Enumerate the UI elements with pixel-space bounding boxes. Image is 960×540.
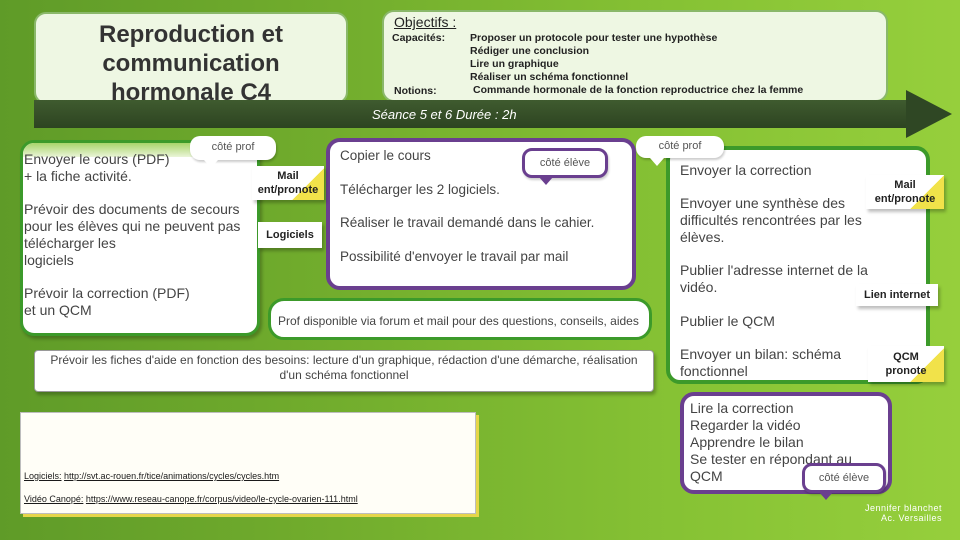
eleve-task-download: Télécharger les 2 logiciels. bbox=[340, 182, 500, 197]
cote-eleve-callout-bottom: côté élève bbox=[802, 463, 886, 500]
links-note bbox=[20, 412, 476, 514]
prof-task-send-course: Envoyer le cours (PDF) + la fiche activi… bbox=[24, 151, 256, 185]
text-line: Prévoir des documents de secours bbox=[24, 201, 240, 217]
tag-line: pronote bbox=[885, 365, 927, 377]
cote-prof-callout: côté prof bbox=[190, 136, 276, 168]
lesson-title: Reproduction et communication hormonale … bbox=[36, 20, 346, 107]
notion-item: Commande hormonale de la fonction reprod… bbox=[473, 84, 804, 96]
logiciels-link[interactable]: http://svt.ac-rouen.fr/tice/animations/c… bbox=[64, 471, 280, 481]
prof-publish-qcm: Publier le QCM bbox=[680, 313, 775, 329]
lesson-title-line: communication bbox=[102, 50, 280, 77]
aide-note-card bbox=[34, 350, 654, 392]
text-line: Regarder la vidéo bbox=[690, 417, 801, 433]
prof-send-correction: Envoyer la correction bbox=[680, 162, 812, 178]
seance-label: Séance 5 et 6 Durée : 2h bbox=[372, 107, 517, 122]
text-line: Prévoir la correction (PDF) bbox=[24, 285, 190, 301]
text-line: et un QCM bbox=[24, 302, 92, 318]
prof-send-synthesis: Envoyer une synthèse des difficultés ren… bbox=[680, 195, 862, 246]
prof-send-bilan: Envoyer un bilan: schéma fonctionnel bbox=[680, 346, 841, 380]
notions-label: Notions: bbox=[394, 85, 437, 97]
timeline-arrow-head bbox=[906, 90, 952, 138]
video-link[interactable]: https://www.reseau-canope.fr/corpus/vide… bbox=[85, 494, 358, 504]
text-line: vidéo. bbox=[680, 279, 718, 295]
logiciels-tag: Logiciels bbox=[258, 222, 322, 248]
text-line: Envoyer une synthèse des bbox=[680, 195, 845, 211]
text-line: pour les élèves qui ne peuvent pas bbox=[24, 218, 241, 234]
text-line: difficultés rencontrées par les bbox=[680, 212, 862, 228]
lien-internet-tag: Lien internet bbox=[856, 284, 938, 306]
video-link-row: Vidéo Canopé: https://www.reseau-canope.… bbox=[24, 494, 358, 505]
capacites-list: Proposer un protocole pour tester une hy… bbox=[470, 32, 803, 97]
tag-line: Mail bbox=[894, 179, 916, 191]
logiciels-link-row: Logiciels: http://svt.ac-rouen.fr/tice/a… bbox=[24, 471, 279, 482]
lesson-title-line: Reproduction et bbox=[99, 21, 283, 48]
tag-line: Mail bbox=[277, 170, 299, 182]
text-line: Apprendre le bilan bbox=[690, 434, 804, 450]
prof-publish-video: Publier l'adresse internet de la vidéo. bbox=[680, 262, 868, 296]
text-line: logiciels bbox=[24, 252, 74, 268]
objectives-title: Objectifs : bbox=[394, 14, 457, 30]
text-line: Lire la correction bbox=[690, 400, 794, 416]
eleve-task-work: Réaliser le travail demandé dans le cahi… bbox=[340, 215, 595, 230]
author-name: Jennifer blanchet bbox=[864, 503, 942, 513]
cote-eleve-callout: côté élève bbox=[522, 148, 608, 185]
tag-line: ent/pronote bbox=[874, 193, 936, 205]
forum-note-card bbox=[268, 298, 652, 340]
text-line: + la fiche activité. bbox=[24, 168, 132, 184]
objectives-box: Objectifs : Capacités: Proposer un proto… bbox=[382, 10, 888, 102]
capacite-item: Rédiger une conclusion bbox=[470, 45, 590, 57]
capacite-item: Proposer un protocole pour tester une hy… bbox=[470, 32, 718, 44]
prof-task-backup-docs: Prévoir des documents de secours pour le… bbox=[24, 201, 256, 269]
text-line: télécharger les bbox=[24, 235, 116, 251]
mail-ent-pronote-tag-right: Mail ent/pronote bbox=[866, 175, 944, 209]
capacite-item: Réaliser un schéma fonctionnel bbox=[470, 71, 629, 83]
prof-task-correction: Prévoir la correction (PDF) et un QCM bbox=[24, 285, 256, 319]
tag-line: ent/pronote bbox=[257, 184, 319, 196]
text-line: élèves. bbox=[680, 229, 725, 245]
text-line: fonctionnel bbox=[680, 363, 748, 379]
forum-note-text: Prof disponible via forum et mail pour d… bbox=[278, 314, 639, 328]
text-line: Envoyer un bilan: schéma bbox=[680, 346, 842, 362]
author-signature: Jennifer blanchet Ac. Versailles bbox=[865, 503, 942, 523]
text-line: Publier l'adresse internet de la bbox=[680, 262, 868, 278]
text-line: QCM bbox=[690, 468, 723, 484]
eleve-task-copy: Copier le cours bbox=[340, 148, 431, 163]
capacites-label: Capacités: bbox=[392, 32, 446, 44]
aide-note-text: Prévoir les fiches d'aide en fonction de… bbox=[50, 353, 638, 382]
tag-line: QCM bbox=[893, 351, 919, 363]
qcm-pronote-tag: QCM pronote bbox=[868, 346, 944, 382]
author-academy: Ac. Versailles bbox=[880, 513, 942, 523]
text-line: Envoyer le cours (PDF) bbox=[24, 151, 170, 167]
cote-prof-callout-right: côté prof bbox=[636, 136, 724, 166]
eleve-task-mail: Possibilité d'envoyer le travail par mai… bbox=[340, 249, 569, 264]
video-link-label: Vidéo Canopé: bbox=[24, 494, 84, 504]
lesson-title-box: Reproduction et communication hormonale … bbox=[34, 12, 348, 107]
timeline-arrow bbox=[34, 100, 908, 128]
mail-ent-pronote-tag: Mail ent/pronote bbox=[252, 166, 324, 200]
logiciels-link-label: Logiciels: bbox=[24, 471, 62, 481]
capacite-item: Lire un graphique bbox=[470, 58, 559, 70]
